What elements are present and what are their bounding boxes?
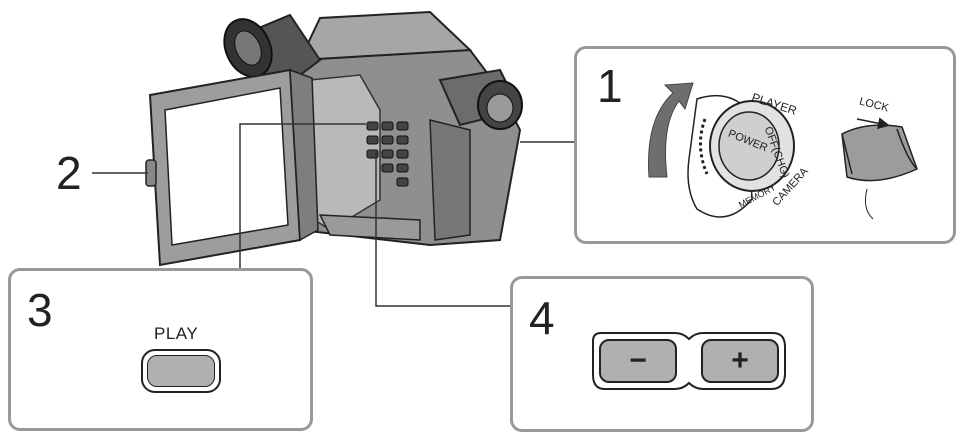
step-4-number: 4	[529, 292, 555, 344]
step-4-panel: 4 − +	[510, 276, 814, 432]
play-button-face	[147, 355, 215, 387]
step-1-number: 1	[597, 60, 623, 112]
power-switch-illustration	[648, 82, 918, 220]
step-3-number: 3	[27, 284, 53, 336]
minus-icon: −	[629, 344, 647, 377]
camcorder-body	[223, 10, 523, 247]
plus-button[interactable]: +	[701, 339, 779, 383]
plus-icon: +	[731, 344, 749, 377]
play-button-label: PLAY	[154, 324, 199, 343]
step-2-number: 2	[56, 147, 82, 199]
lcd-screen-panel	[145, 68, 319, 267]
play-button[interactable]	[141, 349, 221, 393]
rotate-arrow-icon	[648, 82, 694, 178]
step-3-panel: 3 PLAY	[8, 268, 313, 431]
leader-lines	[92, 123, 574, 307]
minus-button[interactable]: −	[599, 339, 677, 383]
step-1-panel: 1 PLAYER OFF(CHG) POWER CA	[574, 46, 956, 244]
